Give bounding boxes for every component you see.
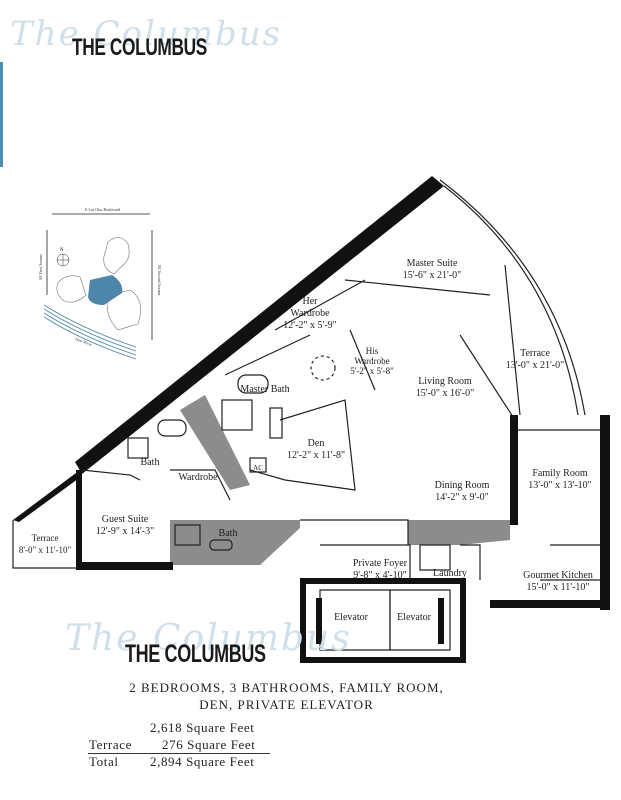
unit-description: 2 BEDROOMS, 3 BATHROOMS, FAMILY ROOM, DE… bbox=[129, 680, 444, 712]
exterior-walls bbox=[13, 176, 610, 663]
street-label: E Las Olas Boulevard bbox=[85, 207, 120, 212]
street-label: New River bbox=[75, 336, 94, 347]
area-total-label: Total bbox=[89, 754, 119, 769]
svg-text:N: N bbox=[60, 248, 64, 253]
river bbox=[43, 304, 137, 360]
footer-script-logo: The Columbus bbox=[65, 618, 352, 659]
area-interior: 2,618 Square Feet bbox=[150, 720, 255, 735]
elevator-doors bbox=[316, 598, 444, 644]
ac-unit: AC bbox=[253, 464, 263, 472]
elevator-2: Elevator bbox=[397, 612, 431, 623]
room-bath-2: Bath bbox=[218, 528, 238, 539]
room-laundry: Laundry bbox=[433, 568, 467, 579]
room-bath-1: Bath bbox=[140, 457, 160, 468]
gray-areas bbox=[170, 395, 510, 565]
street-label: SE Second Avenue bbox=[157, 265, 162, 296]
room-wardrobe: Wardrobe bbox=[178, 472, 218, 483]
building-outlines bbox=[56, 237, 141, 331]
street-label: SE First Avenue bbox=[38, 254, 43, 280]
area-terrace: 276 Square Feet bbox=[162, 737, 256, 752]
page-title: THE COLUMBUS bbox=[72, 34, 207, 61]
accent-bar bbox=[0, 62, 3, 167]
room-master-bath: Master Bath bbox=[240, 384, 290, 395]
unit-highlight bbox=[88, 275, 123, 305]
divider bbox=[88, 753, 270, 754]
footer-title: THE COLUMBUS bbox=[125, 640, 266, 668]
script-logo: The Columbus bbox=[10, 14, 283, 54]
area-total: 2,894 Square Feet bbox=[150, 754, 255, 769]
interior-walls bbox=[12, 179, 600, 651]
compass-icon: N bbox=[56, 248, 70, 267]
area-terrace-label: Terrace bbox=[89, 737, 132, 752]
elevator-1: Elevator bbox=[334, 612, 368, 623]
